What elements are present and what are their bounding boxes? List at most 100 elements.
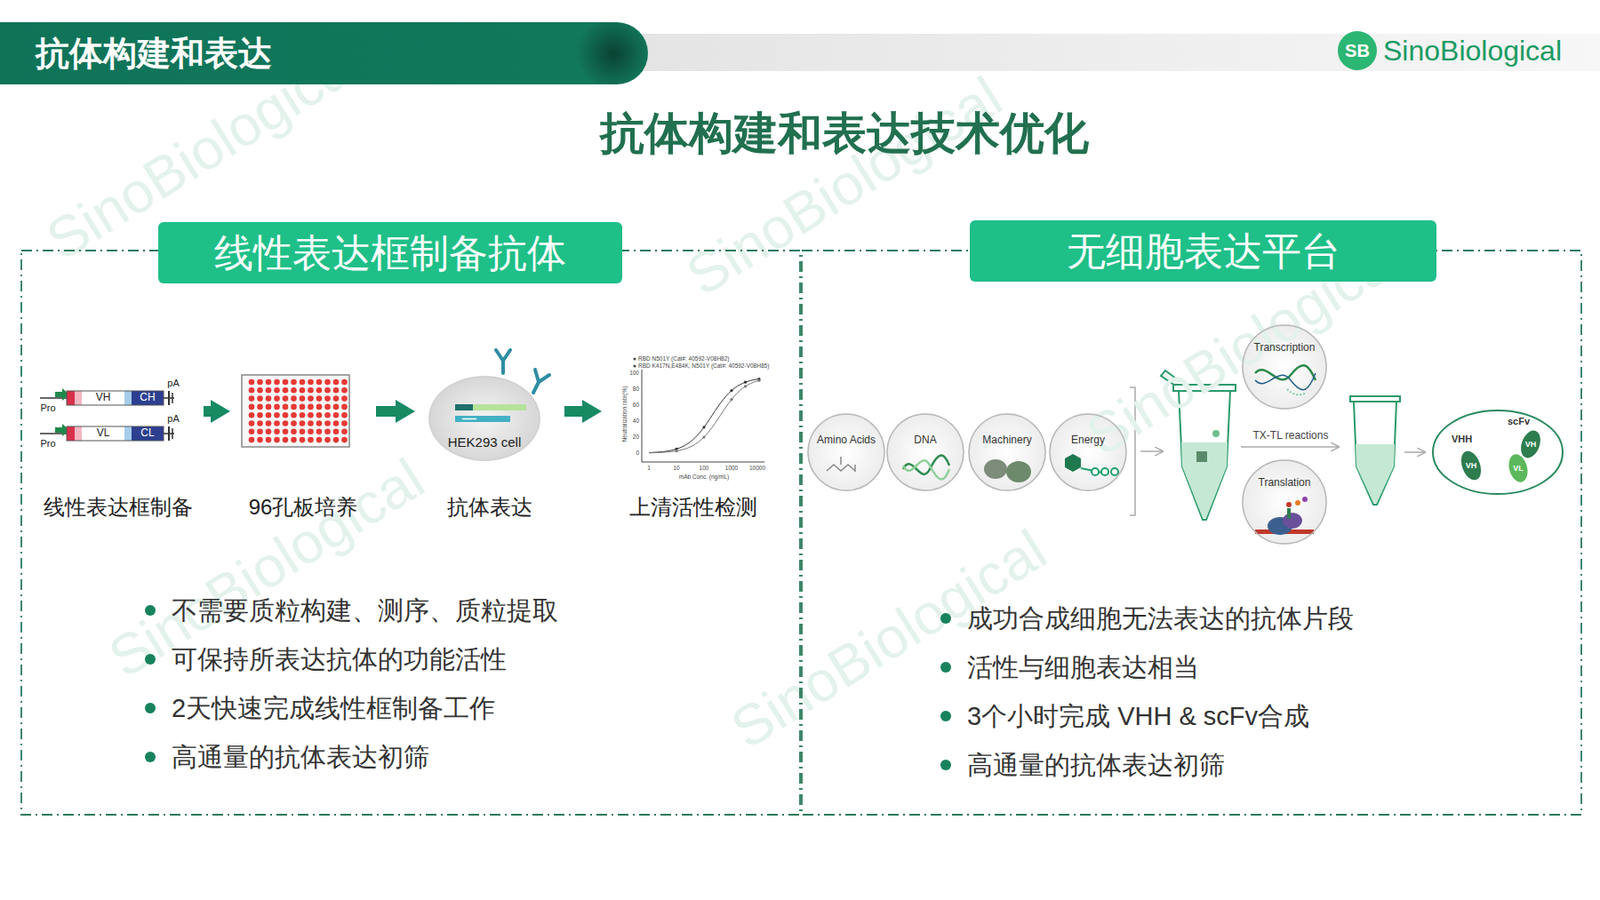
well-plate — [256, 437, 264, 444]
shape-outline — [1241, 459, 1328, 545]
logo-text: SinoBiological — [1383, 34, 1562, 68]
well-plate — [256, 404, 264, 411]
reagent-circles — [886, 413, 965, 492]
node-text: 抗体表达 — [447, 494, 533, 521]
axis-title: Neutralization rate(%) — [621, 386, 628, 443]
well-plate — [265, 429, 272, 436]
method-panel: 成功合成细胞无法表达的抗体片段活性与细胞表达相当3个小时完成 VHH & scF… — [800, 249, 1583, 816]
well-plate — [316, 404, 323, 411]
label-slot: 100 — [699, 464, 710, 472]
well-plate — [282, 437, 289, 444]
linear-construct — [66, 391, 75, 406]
well-plate — [265, 379, 272, 386]
dose-response-chart — [702, 425, 705, 429]
reaction-tubes — [1181, 442, 1228, 519]
label-slot: SinoBiological — [675, 64, 1014, 309]
linear-construct — [74, 426, 82, 441]
linear-construct — [131, 426, 164, 441]
segment-label: CL — [140, 427, 154, 440]
well-plate — [265, 404, 272, 411]
well-plate — [248, 379, 348, 444]
reaction-circle: Translation — [1241, 459, 1328, 545]
reagent-circles — [807, 413, 886, 492]
label-slot: 10000 — [749, 464, 766, 472]
bullet-text: 成功合成细胞无法表达的抗体片段 — [967, 603, 1354, 634]
well-plate — [248, 412, 256, 419]
well-plate — [341, 387, 348, 394]
well-plate — [299, 437, 306, 444]
linear-construct — [168, 391, 170, 406]
node-text: Transcription — [1254, 340, 1316, 355]
flow-arrow — [376, 406, 396, 417]
antibody-fragments — [1457, 448, 1485, 484]
well-plate — [273, 429, 280, 436]
well-plate — [341, 395, 348, 402]
domain-label: VL — [1512, 464, 1524, 473]
well-plate — [341, 437, 348, 444]
label-slot: VH — [1465, 461, 1478, 471]
label-slot: Neutralization rate(%) — [621, 386, 628, 443]
label-slot: TX-TL reactions — [1253, 430, 1329, 443]
dose-response-chart — [641, 462, 765, 464]
tick-label: 1000 — [725, 464, 738, 472]
reagent-circles — [1064, 454, 1081, 472]
hek-cell — [428, 376, 541, 462]
header-bar — [622, 33, 1600, 72]
well-plate — [241, 375, 350, 448]
well-plate — [341, 412, 348, 419]
segment-label: VL — [96, 427, 111, 440]
well-plate — [265, 387, 272, 394]
label-slot: 1000 — [725, 464, 738, 472]
well-plate — [256, 387, 264, 394]
well-plate — [341, 420, 348, 427]
process-step: 线性表达框制备 — [35, 373, 201, 525]
reaction-tubes — [1355, 444, 1395, 504]
label-slot: pA — [167, 377, 179, 390]
label-slot: 1 — [647, 464, 651, 472]
dose-response-chart — [702, 435, 705, 439]
well-plate — [290, 437, 297, 444]
well-plate — [333, 429, 340, 436]
well-plate — [299, 404, 306, 411]
slide-title: 抗体构建和表达技术优化 — [600, 104, 1089, 164]
linear-construct — [168, 426, 170, 441]
well-plate — [282, 412, 289, 419]
tx-tl-circles — [1255, 373, 1316, 391]
shape-outline — [807, 413, 886, 492]
linear-construct — [66, 391, 164, 406]
well-plate — [299, 412, 306, 419]
node-text: Energy — [1071, 432, 1105, 448]
arrow-label: TX-TL reactions — [1253, 430, 1329, 443]
well-plate — [265, 437, 272, 444]
tx-tl-circles — [1241, 459, 1328, 545]
well-plate — [333, 379, 340, 386]
hek-cell — [455, 416, 511, 423]
node-text: 96孔板培养 — [248, 494, 359, 521]
bullet-text: 不需要质粒构建、测序、质粒提取 — [171, 595, 559, 626]
reaction-tubes — [1196, 451, 1208, 463]
well-plate — [256, 379, 264, 386]
panel-outline — [21, 250, 800, 816]
label-slot: RBD N501Y (Cat#: 40592-V08H82) — [638, 355, 730, 362]
bracket-and-arrows — [1240, 446, 1339, 448]
node-text: VHH — [1451, 432, 1472, 446]
linear-construct — [81, 426, 125, 441]
well-plate — [307, 437, 314, 444]
reaction-tubes — [1350, 396, 1400, 402]
shape-outline — [968, 413, 1047, 492]
well-plate — [316, 420, 323, 427]
label-slot: 60 — [632, 401, 640, 408]
component-circle: DNA — [886, 413, 965, 492]
tx-tl-circles — [1295, 500, 1301, 506]
bullet-text: 高通量的抗体表达初筛 — [967, 750, 1225, 781]
label-slot: 100 — [629, 369, 640, 376]
reagent-circles — [903, 460, 950, 480]
well-plate — [248, 420, 256, 427]
reagent-circles — [984, 459, 1008, 480]
well-plate — [307, 404, 314, 411]
dose-response-chart — [757, 379, 760, 383]
well-plate — [299, 395, 306, 402]
tick-label: 60 — [632, 401, 640, 408]
shape-outline — [1048, 413, 1128, 492]
well-plate — [324, 412, 331, 419]
